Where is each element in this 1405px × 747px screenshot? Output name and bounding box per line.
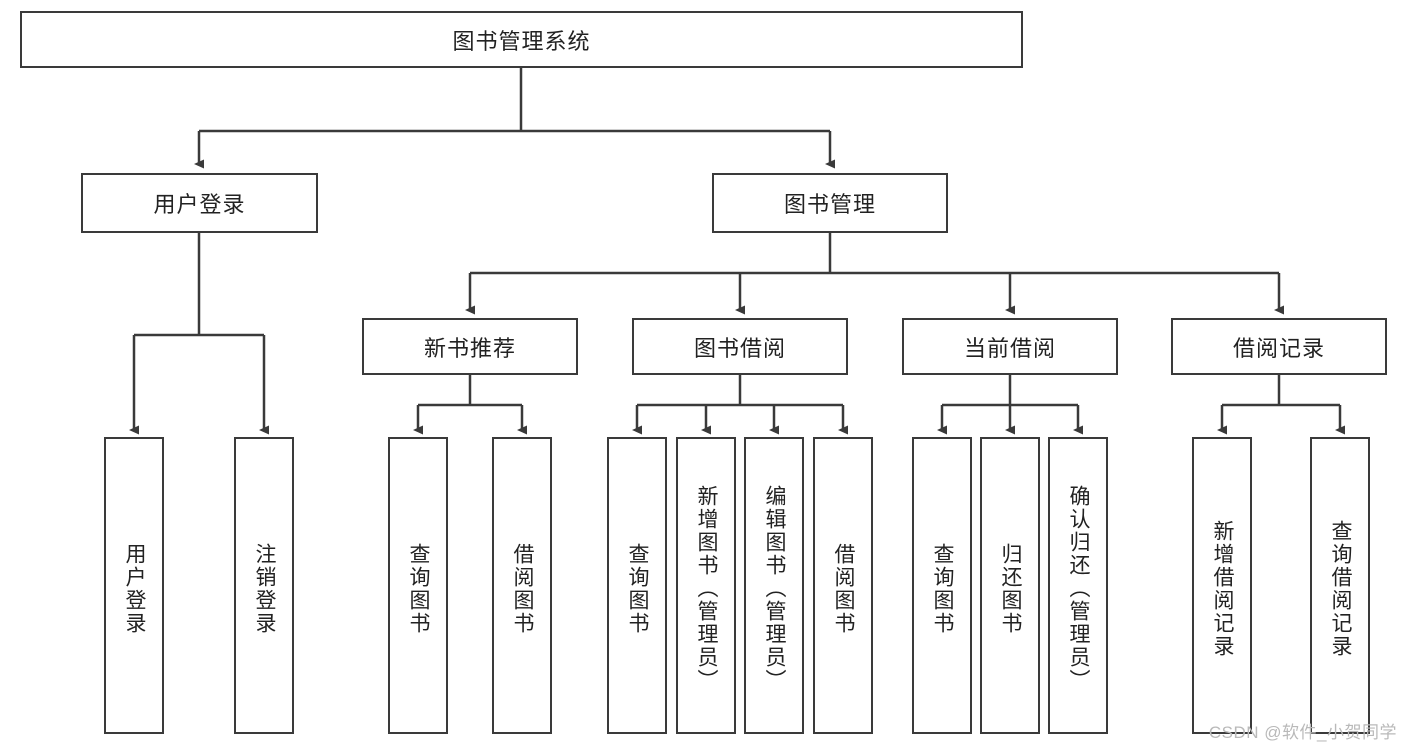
node-label: 用户登录 [123,542,147,635]
node-leaf-add-book[interactable]: 新增图书（管理员） [676,437,736,734]
node-label: 注销登录 [253,542,277,635]
node-leaf-query-book-recommend[interactable]: 查询图书 [388,437,448,734]
node-leaf-query-borrow-record[interactable]: 查询借阅记录 [1310,437,1370,734]
node-book-manage[interactable]: 图书管理 [712,173,948,233]
node-label: 借阅记录 [1232,335,1325,361]
node-leaf-query-book-borrow[interactable]: 查询图书 [607,437,667,734]
node-label: 查询图书 [407,542,431,635]
node-label: 借阅图书 [832,542,856,635]
node-root-book-management-system[interactable]: 图书管理系统 [20,11,1023,68]
node-label: 确认归还（管理员） [1067,485,1091,692]
node-book-borrow[interactable]: 图书借阅 [632,318,848,375]
node-label: 新增借阅记录 [1211,519,1235,658]
node-leaf-return-book[interactable]: 归还图书 [980,437,1040,734]
node-label: 当前借阅 [963,335,1056,361]
node-label: 编辑图书（管理员） [763,485,787,692]
watermark-credit: CSDN @软件_小贺同学 [1208,723,1397,742]
node-borrow-record[interactable]: 借阅记录 [1171,318,1387,375]
node-label: 新增图书（管理员） [695,485,719,692]
node-label: 查询图书 [626,542,650,635]
node-label: 归还图书 [999,542,1023,635]
node-label: 查询图书 [931,542,955,635]
node-user-login[interactable]: 用户登录 [81,173,318,233]
node-new-book-recommend[interactable]: 新书推荐 [362,318,578,375]
node-leaf-user-logout[interactable]: 注销登录 [234,437,294,734]
node-leaf-add-borrow-record[interactable]: 新增借阅记录 [1192,437,1252,734]
node-leaf-borrow-book-recommend[interactable]: 借阅图书 [492,437,552,734]
node-label: 图书管理系统 [452,28,591,54]
node-leaf-query-book-current[interactable]: 查询图书 [912,437,972,734]
node-label: 图书管理 [783,192,876,217]
node-label: 查询借阅记录 [1329,519,1353,658]
node-leaf-confirm-return[interactable]: 确认归还（管理员） [1048,437,1108,734]
node-leaf-edit-book[interactable]: 编辑图书（管理员） [744,437,804,734]
node-label: 借阅图书 [511,542,535,635]
node-leaf-user-login[interactable]: 用户登录 [104,437,164,734]
node-label: 图书借阅 [693,335,786,361]
node-leaf-borrow-book[interactable]: 借阅图书 [813,437,873,734]
node-current-borrow[interactable]: 当前借阅 [902,318,1118,375]
node-label: 用户登录 [153,192,246,217]
node-label: 新书推荐 [423,335,516,361]
